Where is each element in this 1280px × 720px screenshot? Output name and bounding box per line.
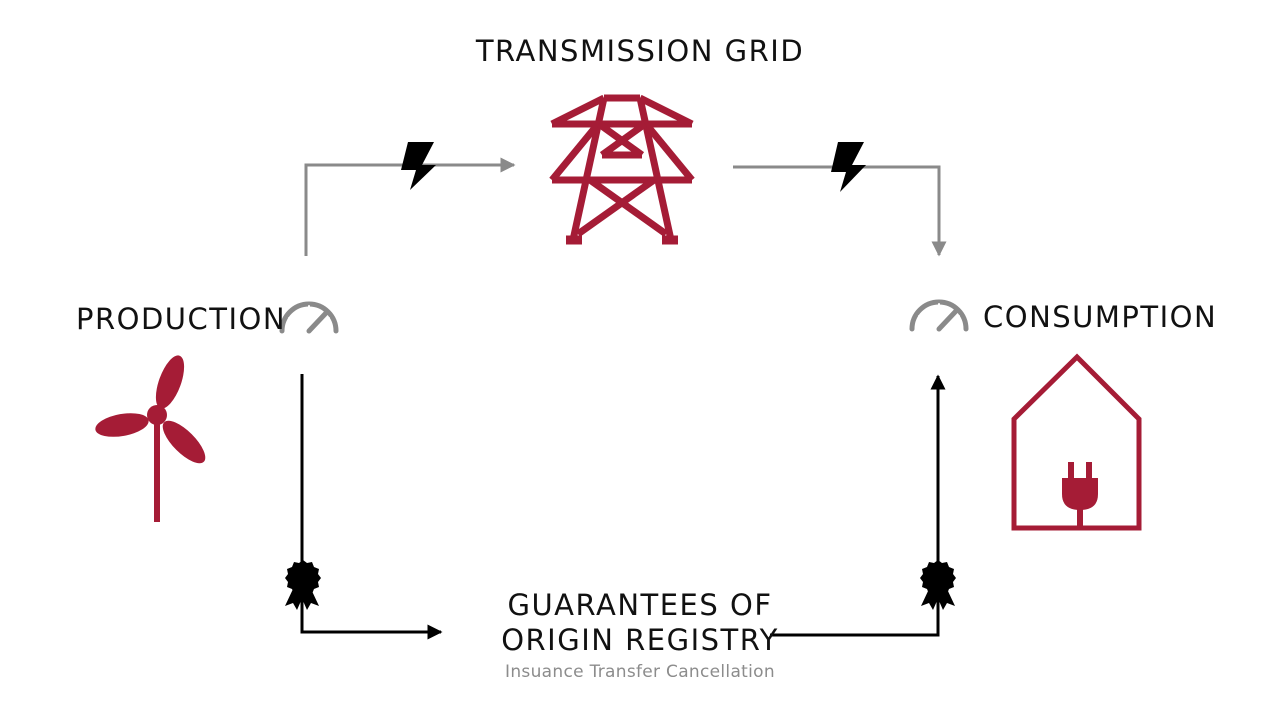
- award-ribbon-icon: [920, 560, 956, 610]
- power-flow-production-to-grid: [304, 157, 516, 256]
- transmission-tower-icon: [549, 94, 695, 245]
- speedometer-icon: [909, 299, 969, 332]
- registry-title-line1: GUARANTEES OF: [507, 588, 773, 622]
- award-ribbon-icon: [285, 560, 321, 610]
- speedometer-icon: [279, 301, 339, 334]
- wind-turbine-icon: [95, 355, 206, 522]
- certificate-flow-registry-to-consumption: [770, 374, 946, 637]
- lightning-bolt-icon: [401, 142, 436, 190]
- registry-subtitle: Insuance Transfer Cancellation: [505, 662, 775, 682]
- house-plug-icon: [1011, 353, 1142, 531]
- lightning-bolt-icon: [831, 142, 866, 192]
- certificate-flow-production-to-registry: [300, 374, 443, 640]
- production-title: PRODUCTION: [76, 302, 287, 336]
- power-flow-grid-to-consumption: [733, 165, 947, 257]
- transmission-grid-title: TRANSMISSION GRID: [475, 34, 805, 68]
- registry-title-line2: ORIGIN REGISTRY: [501, 623, 779, 657]
- guarantees-of-origin-registry: GUARANTEES OF ORIGIN REGISTRY Insuance T…: [440, 588, 840, 682]
- consumption-title: CONSUMPTION: [983, 300, 1218, 334]
